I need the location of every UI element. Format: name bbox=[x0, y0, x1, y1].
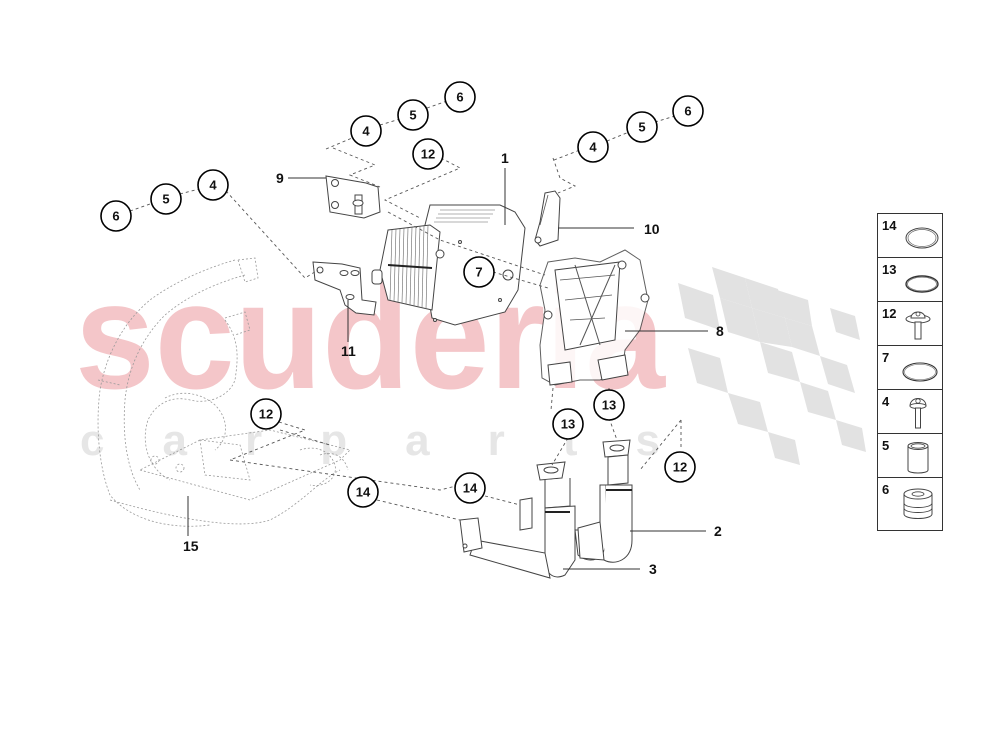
legend-item-12[interactable]: 12 bbox=[878, 302, 942, 346]
legend-item-13[interactable]: 13 bbox=[878, 258, 942, 302]
svg-text:4: 4 bbox=[209, 178, 217, 193]
o-ring-icon bbox=[902, 362, 938, 382]
legend-item-6[interactable]: 6 bbox=[878, 478, 942, 528]
legend-number: 7 bbox=[882, 350, 890, 365]
svg-text:6: 6 bbox=[684, 104, 691, 119]
part-label-1[interactable]: 1 bbox=[501, 150, 509, 166]
svg-text:6: 6 bbox=[456, 90, 463, 105]
bolt-icon bbox=[909, 398, 927, 429]
svg-text:12: 12 bbox=[673, 460, 687, 475]
part-label-8[interactable]: 8 bbox=[716, 323, 724, 339]
callout-6[interactable]: 6 bbox=[444, 81, 476, 113]
svg-text:13: 13 bbox=[602, 398, 616, 413]
legend-number: 4 bbox=[882, 394, 890, 409]
legend-number: 13 bbox=[882, 262, 897, 277]
svg-text:6: 6 bbox=[112, 209, 119, 224]
guide-lines bbox=[129, 100, 682, 521]
callout-5[interactable]: 5 bbox=[626, 111, 658, 143]
legend-number: 14 bbox=[882, 218, 897, 233]
spacer-sleeve-icon bbox=[907, 442, 929, 474]
part-label-3[interactable]: 3 bbox=[649, 561, 657, 577]
legend-number: 6 bbox=[882, 482, 890, 497]
svg-text:14: 14 bbox=[356, 485, 371, 500]
part-label-9[interactable]: 9 bbox=[276, 170, 284, 186]
legend-number: 12 bbox=[882, 306, 897, 321]
svg-text:5: 5 bbox=[162, 192, 169, 207]
callout-13[interactable]: 13 bbox=[552, 408, 584, 440]
svg-text:5: 5 bbox=[638, 120, 645, 135]
callout-6[interactable]: 6 bbox=[672, 95, 704, 127]
callout-group: 4 5 6 12 4 5 6 4 5 6 7 12 13 13 12 14 14 bbox=[100, 81, 704, 508]
part-label-15[interactable]: 15 bbox=[183, 538, 199, 554]
part-label-11[interactable]: 11 bbox=[341, 343, 356, 359]
svg-text:12: 12 bbox=[421, 147, 435, 162]
svg-text:13: 13 bbox=[561, 417, 575, 432]
callout-4[interactable]: 4 bbox=[350, 115, 382, 147]
part-label-10[interactable]: 10 bbox=[644, 221, 660, 237]
callout-5[interactable]: 5 bbox=[150, 183, 182, 215]
callout-14[interactable]: 14 bbox=[454, 472, 486, 504]
svg-text:4: 4 bbox=[362, 124, 370, 139]
callout-5[interactable]: 5 bbox=[397, 99, 429, 131]
svg-text:4: 4 bbox=[589, 140, 597, 155]
o-ring-icon bbox=[905, 227, 939, 249]
o-ring-icon bbox=[905, 275, 939, 293]
legend-item-14[interactable]: 14 bbox=[878, 214, 942, 258]
callout-12[interactable]: 12 bbox=[412, 138, 444, 170]
callout-6[interactable]: 6 bbox=[100, 200, 132, 232]
callout-14[interactable]: 14 bbox=[347, 476, 379, 508]
ghost-exhaust-manifold-15 bbox=[97, 257, 351, 527]
legend-item-4[interactable]: 4 bbox=[878, 390, 942, 434]
svg-text:12: 12 bbox=[259, 407, 273, 422]
bracket-11 bbox=[312, 261, 377, 316]
checkered-flag-watermark bbox=[678, 267, 866, 465]
bracket-9 bbox=[325, 175, 381, 219]
callout-7[interactable]: 7 bbox=[463, 256, 495, 288]
pipe-3 bbox=[459, 461, 576, 579]
part-labels: 1 9 10 11 8 2 3 15 bbox=[183, 150, 724, 577]
svg-text:7: 7 bbox=[475, 265, 482, 280]
rubber-grommet-icon bbox=[903, 488, 933, 519]
legend-item-5[interactable]: 5 bbox=[878, 434, 942, 478]
housing-8 bbox=[539, 249, 650, 386]
callout-12[interactable]: 12 bbox=[664, 451, 696, 483]
callout-13[interactable]: 13 bbox=[593, 389, 625, 421]
flange-bolt-icon bbox=[905, 311, 931, 340]
leader-lines bbox=[187, 168, 708, 570]
small-parts-legend: 14 13 12 7 4 bbox=[877, 213, 943, 531]
legend-number: 5 bbox=[882, 438, 890, 453]
callout-12[interactable]: 12 bbox=[250, 398, 282, 430]
bracket-10 bbox=[534, 190, 561, 247]
pipe-2 bbox=[574, 439, 633, 563]
callout-4[interactable]: 4 bbox=[197, 169, 229, 201]
callout-4[interactable]: 4 bbox=[577, 131, 609, 163]
part-label-2[interactable]: 2 bbox=[714, 523, 722, 539]
svg-text:14: 14 bbox=[463, 481, 478, 496]
svg-text:5: 5 bbox=[409, 108, 416, 123]
legend-item-7[interactable]: 7 bbox=[878, 346, 942, 390]
